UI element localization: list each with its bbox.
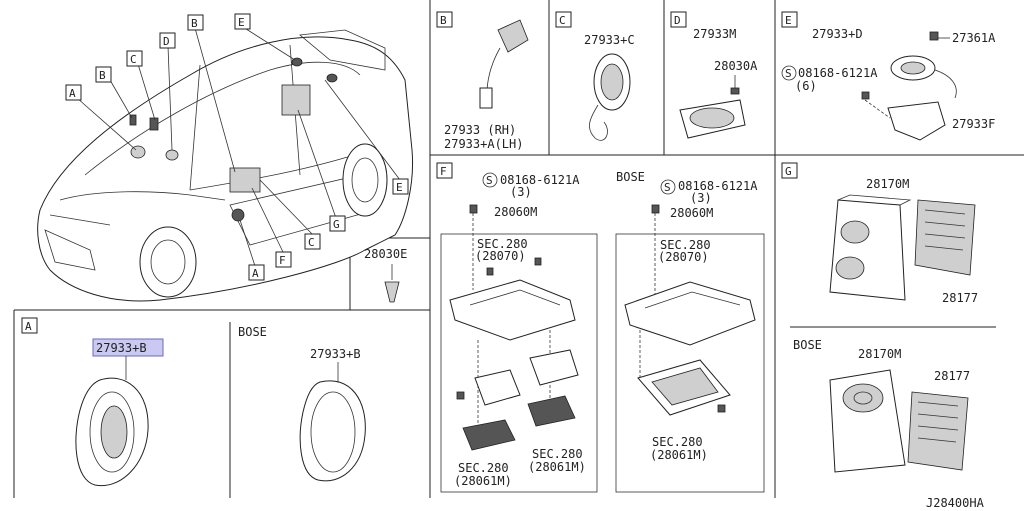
overview-callouts: A B C D B E A F C G E <box>65 13 409 281</box>
panel-f-sec-a: SEC.280 <box>477 237 528 251</box>
panel-g: G 28170M 28177 BOSE 28170M 28177 <box>781 162 978 473</box>
callout-f: F <box>279 254 286 267</box>
panel-f-bose-bolt-qty: (3) <box>690 191 712 205</box>
panel-f-bose: BOSE S 08168-6121A (3) 28060M SEC.280 (2… <box>615 170 765 493</box>
panel-f-sec-c-ref: (28061M) <box>528 460 586 474</box>
callout-b: B <box>99 69 106 82</box>
panel-d-part: 27933M <box>693 27 736 41</box>
svg-text:B: B <box>440 14 447 27</box>
panel-f-bose-bracket: 28060M <box>670 206 713 220</box>
svg-text:A: A <box>25 320 32 333</box>
panel-f-sec-b: SEC.280 <box>458 461 509 475</box>
panel-f: F S 08168-6121A (3) 28060M SEC.280 (2807… <box>436 162 598 493</box>
panel-a-bose-label: BOSE <box>238 325 267 339</box>
panel-f-bose-sec-b: SEC.280 <box>652 435 703 449</box>
panel-e-screw-part: 27361A <box>952 31 996 45</box>
highlighted-part-tag[interactable] <box>92 338 164 357</box>
panel-f-bose-sec-b-ref: (28061M) <box>650 448 708 462</box>
panel-f-bose-sec-a-ref: (28070) <box>658 250 709 264</box>
callout-c: C <box>130 53 137 66</box>
panel-screw: 28030E <box>364 247 407 303</box>
panel-b-part-rh: 27933 (RH) <box>444 123 516 137</box>
callout-g: G <box>333 218 340 231</box>
panel-b-part-lh: 27933+A(LH) <box>444 137 523 151</box>
panel-a: A 27933+B BOSE 27933+B <box>21 317 366 487</box>
panel-e-part: 27933+D <box>812 27 863 41</box>
callout-e2: E <box>396 181 403 194</box>
panel-d: D 27933M 28030A <box>670 11 758 139</box>
panel-g-bose-module: 28177 <box>934 369 970 383</box>
panel-f-sec-a-ref: (28070) <box>475 249 526 263</box>
callout-a2: A <box>252 267 259 280</box>
callout-a: A <box>69 87 76 100</box>
car-overview <box>37 26 414 302</box>
panel-c-part: 27933+C <box>584 33 635 47</box>
svg-text:D: D <box>674 14 681 27</box>
diagram-ref-code: J28400HA <box>926 496 985 510</box>
panel-borders <box>13 0 1024 498</box>
svg-text:G: G <box>785 165 792 178</box>
panel-f-sec-c: SEC.280 <box>532 447 583 461</box>
callout-e: E <box>238 16 245 29</box>
svg-text:C: C <box>559 14 566 27</box>
panel-f-bose-bolt: 08168-6121A <box>678 179 758 193</box>
panel-g-bose-label: BOSE <box>793 338 822 352</box>
svg-text:E: E <box>785 14 792 27</box>
svg-text:F: F <box>440 165 447 178</box>
panel-g-amp: 28170M <box>866 177 909 191</box>
callout-d: D <box>163 35 170 48</box>
panel-f-bolt: 08168-6121A <box>500 173 580 187</box>
panel-c: C 27933+C <box>555 11 635 141</box>
panel-d-screw: 28030A <box>714 59 758 73</box>
panel-f-bose-label: BOSE <box>616 170 645 184</box>
callout-c2: C <box>308 236 315 249</box>
panel-f-bose-sec-a: SEC.280 <box>660 238 711 252</box>
panel-f-sec-b-ref: (28061M) <box>454 474 512 488</box>
svg-text:S: S <box>664 181 671 194</box>
panel-e-bolt: 08168-6121A <box>798 66 878 80</box>
svg-text:S: S <box>486 174 493 187</box>
panel-a-part[interactable]: 27933+B <box>96 341 147 355</box>
panel-f-bolt-qty: (3) <box>510 185 532 199</box>
panel-f-bracket: 28060M <box>494 205 537 219</box>
panel-e-bracket: 27933F <box>952 117 995 131</box>
callout-b2: B <box>191 17 198 30</box>
screw-part: 28030E <box>364 247 407 261</box>
svg-text:S: S <box>785 67 792 80</box>
panel-g-bose-amp: 28170M <box>858 347 901 361</box>
panel-b: B 27933 (RH) 27933+A(LH) <box>436 11 529 151</box>
panel-g-module: 28177 <box>942 291 978 305</box>
panel-e: E 27933+D 27361A S 08168-6121A (6) 27933… <box>781 11 996 141</box>
panel-a-bose-part: 27933+B <box>310 347 361 361</box>
panel-e-bolt-qty: (6) <box>795 79 817 93</box>
